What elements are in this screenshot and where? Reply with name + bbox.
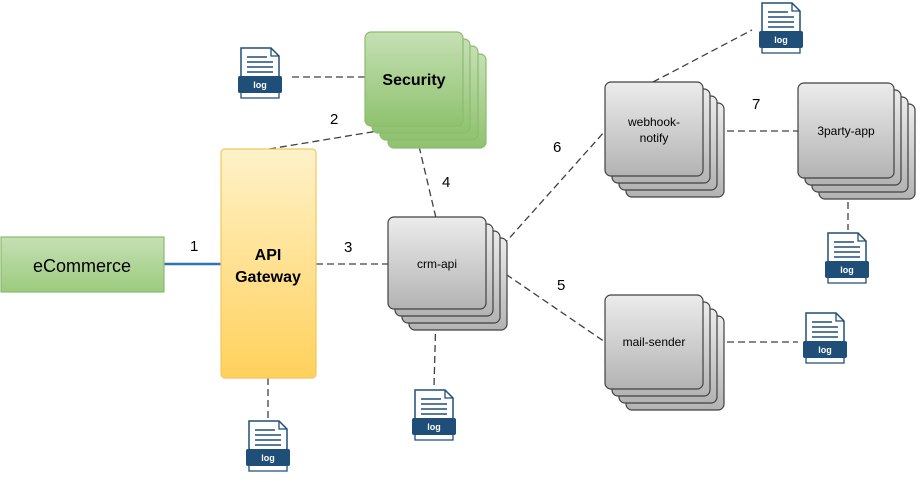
third-party-app-label: 3party-app <box>817 124 875 138</box>
ecommerce-node: eCommerce <box>0 236 165 293</box>
log-label: log <box>427 422 441 432</box>
log-label: log <box>840 265 854 275</box>
log-icon: log <box>824 232 870 284</box>
log-icon: log <box>245 420 291 472</box>
api-gateway-label-line1: API <box>255 247 282 264</box>
log-icon: log <box>411 389 457 441</box>
crm-api-node: crm-api <box>387 216 508 331</box>
edge-label-6: 6 <box>553 139 561 156</box>
mail-sender-label: mail-sender <box>623 335 686 349</box>
log-icon: log <box>237 47 283 99</box>
log-label: log <box>818 345 832 355</box>
security-node: Security <box>364 31 487 149</box>
webhook-notify-label-line2: notify <box>640 131 669 145</box>
edge-label-7: 7 <box>752 96 760 113</box>
edge-crm-webhook <box>487 130 606 263</box>
third-party-app-node: 3party-app <box>797 82 916 200</box>
edge-label-1: 1 <box>190 238 198 255</box>
mail-sender-node: mail-sender <box>604 294 725 411</box>
log-label: log <box>261 453 275 463</box>
edge-label-5: 5 <box>557 277 565 294</box>
edge-label-2: 2 <box>330 111 338 128</box>
log-label: log <box>253 80 267 90</box>
security-label: Security <box>382 72 445 89</box>
edge-webhook-log <box>652 29 753 83</box>
edge-label-3: 3 <box>344 239 352 256</box>
api-gateway-label-line2: Gateway <box>235 269 301 286</box>
log-icon: log <box>802 312 848 364</box>
webhook-notify-node: webhook- notify <box>604 81 725 198</box>
log-icon: log <box>758 2 804 54</box>
edge-label-4: 4 <box>442 174 450 191</box>
webhook-notify-label-line1: webhook- <box>627 115 680 129</box>
api-gateway-node: API Gateway <box>220 148 317 379</box>
crm-api-label: crm-api <box>417 257 457 271</box>
ecommerce-label: eCommerce <box>33 256 131 276</box>
log-label: log <box>774 35 788 45</box>
